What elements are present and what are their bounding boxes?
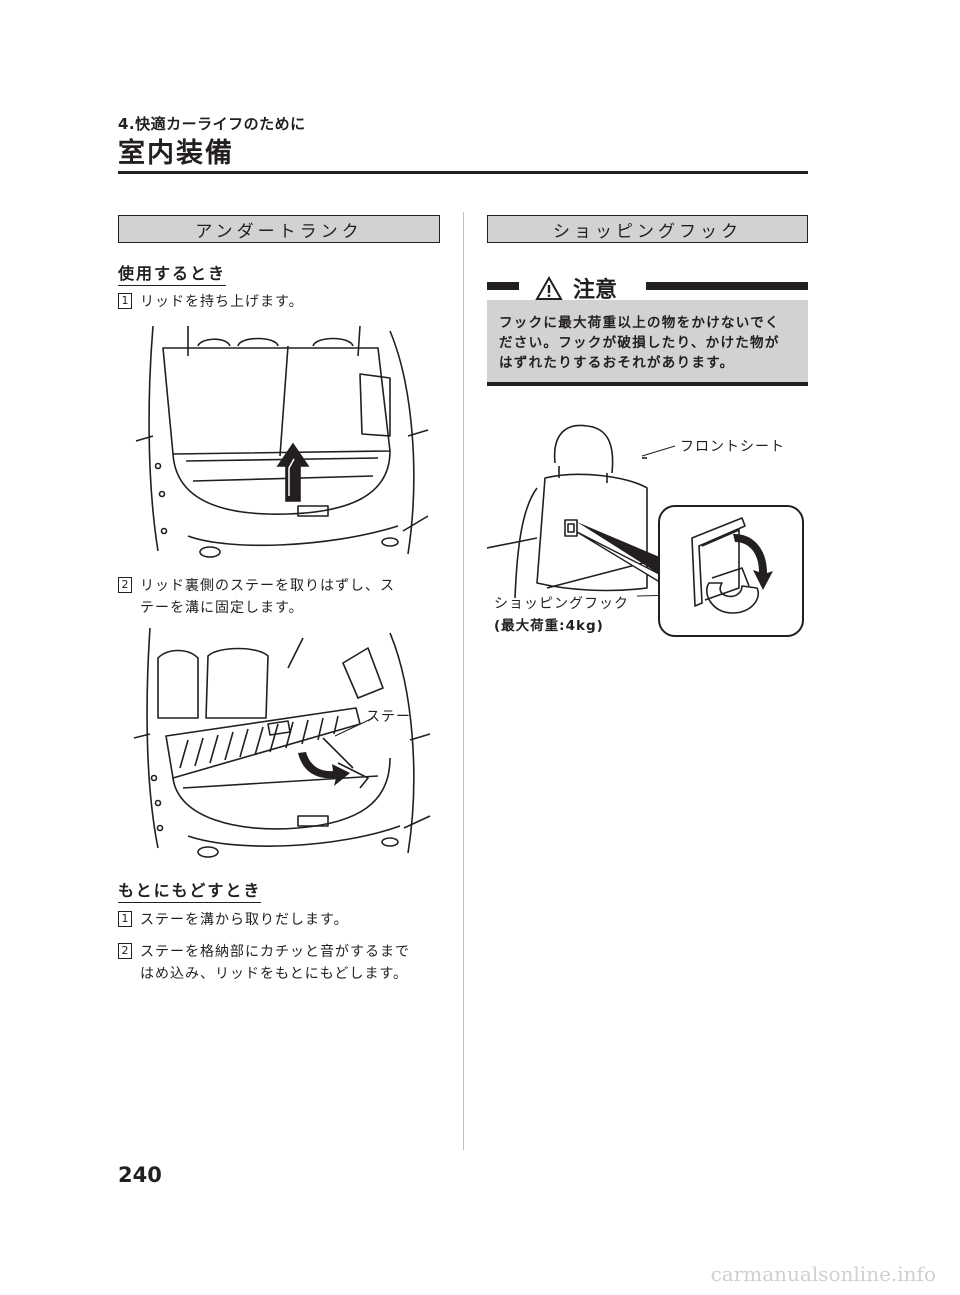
step-use-1: 1 リッドを持ち上げます。 [118, 291, 304, 313]
page-title: 室内装備 [118, 138, 234, 169]
column-divider [463, 212, 464, 1150]
caution-line: フックに最大荷重以上の物をかけないでく [499, 315, 780, 331]
caution-line: ださい。フックが破損したり、かけた物が [499, 335, 780, 351]
warning-triangle-icon [535, 275, 563, 300]
caution-title: 注意 [535, 272, 617, 304]
page-number: 240 [118, 1163, 162, 1187]
trunk-lid-figure [135, 326, 429, 558]
step-text-line2: はめ込み、リッドをもとにもどします。 [140, 966, 409, 982]
caution-line: はずれたりするおそれがあります。 [499, 355, 735, 371]
step-text-line1: リッド裏側のステーを取りはずし、ス [140, 578, 395, 594]
shopping-hook-label: ショッピングフック [494, 596, 629, 612]
section-heading-under-trunk: アンダートランク [118, 215, 440, 243]
step-text: ステーを溝から取りだします。 [140, 912, 349, 928]
step-number: 2 [118, 943, 132, 959]
step-restore-2: 2 ステーを格納部にカチッと音がするまで はめ込み、リッドをもとにもどします。 [118, 941, 410, 985]
step-text-line2: テーを溝に固定します。 [140, 600, 304, 616]
shopping-hook-figure [487, 424, 804, 637]
max-load-label: (最大荷重:4kg) [494, 618, 604, 634]
front-seat-label: フロントシート [680, 439, 785, 455]
caution-top-rule [487, 282, 808, 290]
step-number: 1 [118, 911, 132, 927]
title-rule [118, 171, 808, 174]
watermark-link[interactable]: carmanualsonline.info [710, 1262, 936, 1286]
step-text: リッドを持ち上げます。 [140, 294, 304, 310]
lid-stay-figure [133, 628, 431, 858]
caution-title-text: 注意 [573, 278, 618, 303]
step-use-2: 2 リッド裏側のステーを取りはずし、ス テーを溝に固定します。 [118, 575, 395, 619]
caution-box: 注意 フックに最大荷重以上の物をかけないでく ださい。フックが破損したり、かけた… [487, 275, 808, 386]
subheading-use: 使用するとき [118, 260, 227, 286]
chapter-label: 4.快適カーライフのために [118, 115, 306, 133]
step-number: 2 [118, 577, 132, 593]
subheading-restore: もとにもどすとき [118, 877, 262, 903]
section-heading-shopping-hook: ショッピングフック [487, 215, 808, 243]
caution-body: フックに最大荷重以上の物をかけないでく ださい。フックが破損したり、かけた物が … [487, 300, 808, 386]
step-number: 1 [118, 293, 132, 309]
stay-label: ステー [366, 709, 411, 725]
step-restore-1: 1 ステーを溝から取りだします。 [118, 909, 349, 931]
step-text-line1: ステーを格納部にカチッと音がするまで [140, 944, 410, 960]
